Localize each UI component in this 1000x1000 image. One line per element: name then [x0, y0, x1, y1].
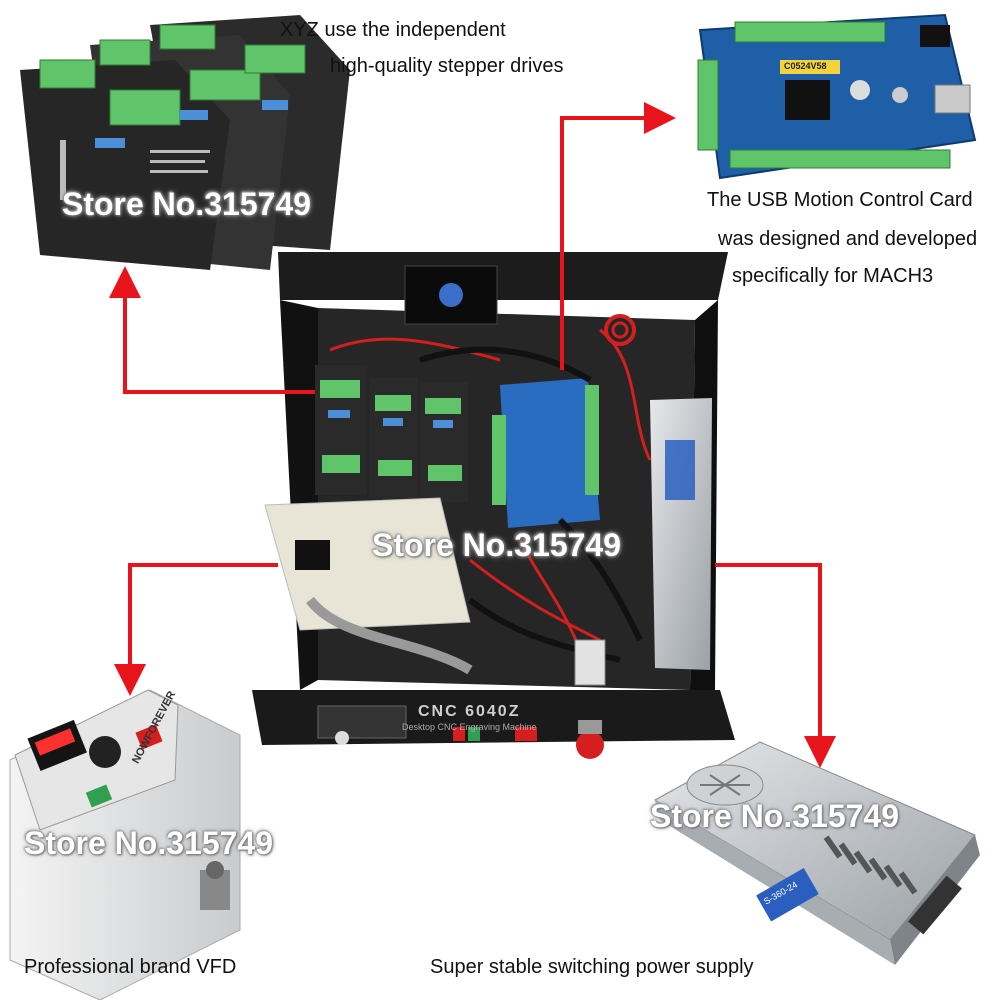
caption-usb-card-line1: The USB Motion Control Card — [707, 189, 973, 211]
arrow-to-vfd — [114, 563, 278, 696]
watermark-drives: Store No.315749 — [62, 186, 312, 222]
caption-usb-card-line3: specifically for MACH3 — [732, 265, 934, 287]
caption-vfd: Professional brand VFD — [24, 956, 237, 978]
power-supply-image — [653, 741, 980, 965]
watermark-vfd: Store No.315749 — [24, 825, 274, 861]
vfd-image — [9, 689, 241, 1000]
cnc-subtitle-label: Desktop CNC Engraving Machine — [402, 722, 537, 732]
caption-stepper-drives-line2: high-quality stepper drives — [330, 55, 564, 77]
caption-usb-card-line2: was designed and developed — [718, 228, 978, 250]
caption-stepper-drives-line1: XYZ use the independent — [280, 19, 506, 41]
caption-power-supply: Super stable switching power supply — [430, 956, 754, 978]
control-box-image — [252, 252, 735, 759]
cnc-model-label: CNC 6040Z — [418, 703, 521, 720]
pcb-code-label: C0524V58 — [784, 61, 827, 71]
connector-arrows — [109, 102, 836, 768]
arrow-to-power-supply — [715, 563, 836, 768]
stepper-drives-image — [20, 15, 350, 270]
watermark-power-supply: Store No.315749 — [650, 798, 900, 834]
arrow-to-stepper-drives — [109, 266, 315, 394]
watermark-control-box: Store No.315749 — [372, 527, 622, 563]
arrow-to-usb-card — [560, 102, 676, 370]
usb-motion-card-image — [697, 13, 977, 180]
